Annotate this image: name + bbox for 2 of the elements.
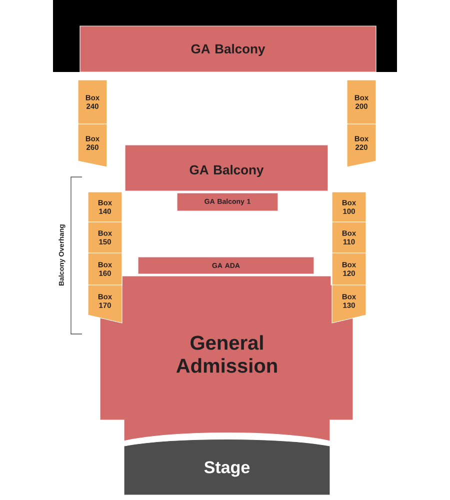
stage: Stage [124,438,330,496]
seating-section: GA Balcony [80,26,376,72]
